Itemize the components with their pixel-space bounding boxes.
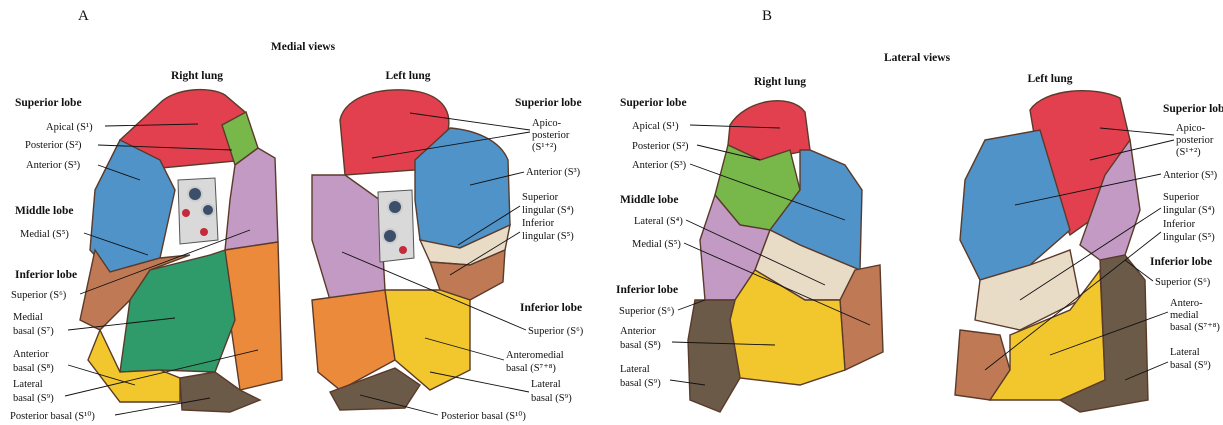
medial-views-title: Medial views bbox=[271, 41, 336, 53]
b-apico-label-2: posterior bbox=[1176, 135, 1214, 146]
a-posterior-label: Posterior (S²) bbox=[25, 140, 82, 151]
b-left-lateral-basal-label-1: Lateral bbox=[1170, 347, 1200, 358]
a-inf-lingular-label-2: lingular (S⁵) bbox=[522, 231, 574, 242]
a-lateral-basal-label-2: basal (S⁹) bbox=[13, 393, 54, 404]
a-apico-label-2: posterior bbox=[532, 130, 570, 141]
b-antero-label-1: Antero- bbox=[1170, 298, 1203, 309]
superior-segment bbox=[225, 148, 278, 250]
a-left-anterior-label: Anterior (S³) bbox=[526, 167, 581, 178]
a-superior-lobe-label: Superior lobe bbox=[15, 97, 82, 109]
a-lateral-basal-label-1: Lateral bbox=[13, 379, 43, 390]
b-lateral-basal-label-1: Lateral bbox=[620, 364, 650, 375]
a-posterior-basal-label: Posterior basal (S¹⁰) bbox=[10, 410, 95, 422]
b-antero-label-3: basal (S⁷⁺⁸) bbox=[1170, 322, 1220, 333]
a-anterior-basal-label-1: Anterior bbox=[13, 349, 49, 360]
a-left-inferior-lobe-label: Inferior lobe bbox=[520, 302, 582, 314]
medial-left-lung-title: Left lung bbox=[385, 70, 430, 82]
b-left-superior-s6-label: Superior (S⁶) bbox=[1155, 277, 1211, 288]
a-sup-lingular-label-1: Superior bbox=[522, 192, 559, 203]
b-anterior-basal-label-2: basal (S⁸) bbox=[620, 340, 661, 351]
left-lung-medial bbox=[312, 90, 510, 410]
b-apico-label-3: (S¹⁺²) bbox=[1176, 147, 1201, 158]
right-lung-medial bbox=[80, 90, 282, 412]
b-superior-lobe-label: Superior lobe bbox=[620, 97, 687, 109]
b-antero-label-2: medial bbox=[1170, 310, 1199, 321]
lateral-left-lung-title: Left lung bbox=[1027, 73, 1072, 85]
b-left-inferior-lobe-label: Inferior lobe bbox=[1150, 256, 1212, 268]
a-anteromedial-label-2: basal (S⁷⁺⁸) bbox=[506, 363, 556, 374]
b-anterior-label: Anterior (S³) bbox=[632, 160, 687, 171]
superior-segment-left bbox=[312, 175, 385, 300]
lateral-views-title: Lateral views bbox=[884, 52, 951, 64]
b-lateral-label: Lateral (S⁴) bbox=[634, 216, 683, 227]
b-middle-lobe-label: Middle lobe bbox=[620, 194, 678, 206]
b-lateral-basal-label-2: basal (S⁹) bbox=[620, 378, 661, 389]
medial-right-lung-title: Right lung bbox=[171, 70, 223, 82]
b-left-anterior-label: Anterior (S³) bbox=[1163, 170, 1218, 181]
b-inferior-lobe-label: Inferior lobe bbox=[616, 284, 678, 296]
b-sup-lingular-label-2: lingular (S⁴) bbox=[1163, 205, 1215, 216]
b-posterior-label: Posterior (S²) bbox=[632, 141, 689, 152]
a-superior-s6-label: Superior (S⁶) bbox=[11, 290, 67, 301]
a-middle-lobe-label: Middle lobe bbox=[15, 205, 73, 217]
b-anterior-basal-label-1: Anterior bbox=[620, 326, 656, 337]
a-anterior-basal-label-2: basal (S⁸) bbox=[13, 363, 54, 374]
a-apico-label-1: Apico- bbox=[532, 118, 562, 129]
a-anteromedial-label-1: Anteromedial bbox=[506, 350, 564, 361]
b-medial-label: Medial (S⁵) bbox=[632, 239, 681, 250]
a-medial-basal-label-1: Medial bbox=[13, 312, 43, 323]
b-left-superior-lobe-label: Superior lobe bbox=[1163, 103, 1223, 115]
a-left-posterior-basal-label: Posterior basal (S¹⁰) bbox=[441, 410, 526, 422]
b-left-lateral-basal-label-2: basal (S⁹) bbox=[1170, 360, 1211, 371]
b-inf-lingular-label-2: lingular (S⁵) bbox=[1163, 232, 1215, 243]
left-lung-lateral bbox=[955, 91, 1148, 412]
a-medial-label: Medial (S⁵) bbox=[20, 229, 69, 240]
a-left-superior-lobe-label: Superior lobe bbox=[515, 97, 582, 109]
a-left-superior-s6-label: Superior (S⁶) bbox=[528, 326, 584, 337]
b-inf-lingular-label-1: Inferior bbox=[1163, 219, 1196, 230]
a-left-lateral-basal-label-1: Lateral bbox=[531, 379, 561, 390]
a-sup-lingular-label-2: lingular (S⁴) bbox=[522, 205, 574, 216]
a-inf-lingular-label-1: Inferior bbox=[522, 218, 555, 229]
a-medial-basal-label-2: basal (S⁷) bbox=[13, 326, 54, 337]
lateral-right-lung-title: Right lung bbox=[754, 76, 806, 88]
a-left-lateral-basal-label-2: basal (S⁹) bbox=[531, 393, 572, 404]
a-apical-label: Apical (S¹) bbox=[46, 122, 93, 133]
a-anterior-label: Anterior (S³) bbox=[26, 160, 81, 171]
b-sup-lingular-label-1: Superior bbox=[1163, 192, 1200, 203]
a-inferior-lobe-label: Inferior lobe bbox=[15, 269, 77, 281]
b-apico-label-1: Apico- bbox=[1176, 123, 1206, 134]
a-apico-label-3: (S¹⁺²) bbox=[532, 142, 557, 153]
right-lung-lateral bbox=[688, 101, 883, 412]
b-apical-label: Apical (S¹) bbox=[632, 121, 679, 132]
b-superior-s6-label: Superior (S⁶) bbox=[619, 306, 675, 317]
